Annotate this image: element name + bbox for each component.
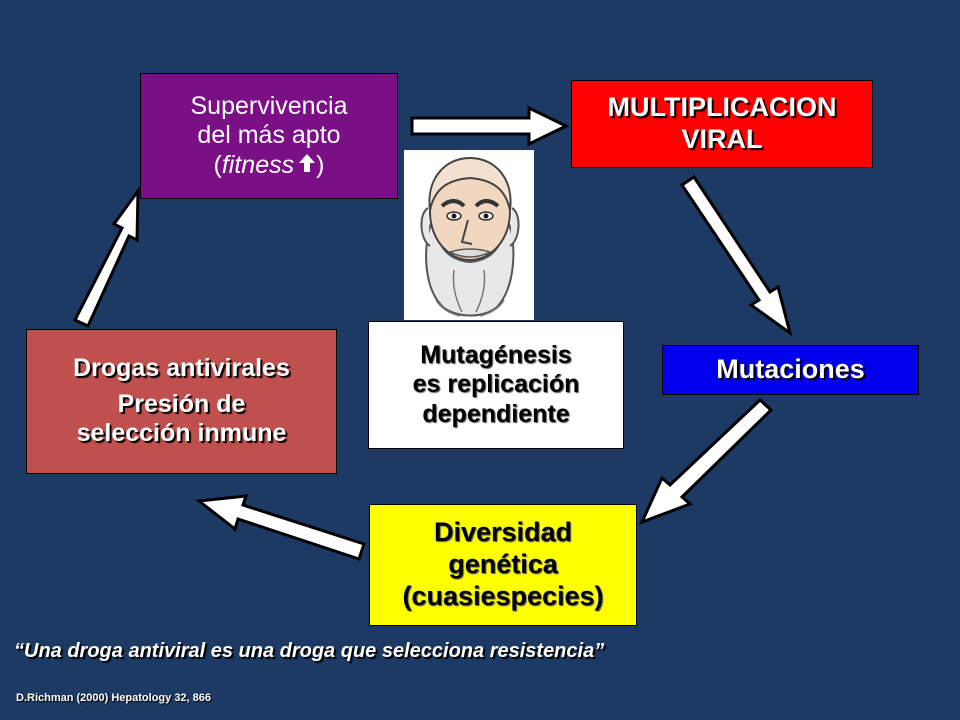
arrow-drugs-to-survival — [72, 186, 140, 328]
drugs-line-2: Presión de — [117, 389, 246, 418]
diversity-box: Diversidad genética (cuasiespecies) — [369, 504, 637, 626]
survival-box: Supervivencia del más apto (fitness) — [140, 73, 398, 199]
quote: “Una droga antiviral es una droga que se… — [14, 640, 604, 663]
quote-close-mark: ” — [594, 640, 605, 662]
multiplication-box: MULTIPLICACION VIRAL — [571, 80, 873, 168]
quote-text: Una droga antiviral es una droga que sel… — [24, 640, 595, 662]
mutagenesis-line-2: es replicación — [412, 370, 580, 399]
arrow-survival-to-multiplication — [410, 105, 570, 147]
survival-line-1: Supervivencia — [190, 91, 348, 120]
up-arrow-icon — [298, 151, 316, 181]
survival-line-2: del más apto — [197, 121, 341, 150]
diversity-line-2: genética — [448, 549, 558, 580]
survival-line-3: (fitness) — [214, 151, 325, 181]
mutagenesis-line-1: Mutagénesis — [420, 340, 572, 369]
mutations-label: Mutaciones — [716, 354, 865, 385]
mutagenesis-line-3: dependiente — [422, 399, 570, 428]
darwin-portrait — [404, 150, 534, 320]
quote-open-mark: “ — [14, 640, 24, 662]
diversity-line-3: (cuasiespecies) — [402, 580, 604, 611]
multiplication-line-1: MULTIPLICACION — [607, 92, 837, 123]
drugs-line-1: Drogas antivirales — [73, 354, 290, 383]
multiplication-line-2: VIRAL — [681, 124, 763, 154]
arrow-diversity-to-drugs — [195, 494, 366, 561]
arrow-mutations-to-diversity — [639, 397, 774, 525]
survival-fitness-word: fitness — [221, 150, 295, 179]
arrow-multiplication-to-mutations — [679, 174, 793, 337]
mutations-box: Mutaciones — [662, 345, 919, 395]
drugs-box: Drogas antivirales Presión de selección … — [26, 329, 337, 474]
survival-paren-open: ( — [213, 150, 222, 179]
citation: D.Richman (2000) Hepatology 32, 866 — [16, 692, 212, 704]
drugs-line-3: selección inmune — [76, 419, 287, 448]
mutagenesis-box: Mutagénesis es replicación dependiente — [368, 321, 624, 449]
survival-paren-close: ) — [316, 150, 325, 179]
diversity-line-1: Diversidad — [433, 517, 573, 548]
darwin-portrait-icon — [420, 156, 520, 317]
